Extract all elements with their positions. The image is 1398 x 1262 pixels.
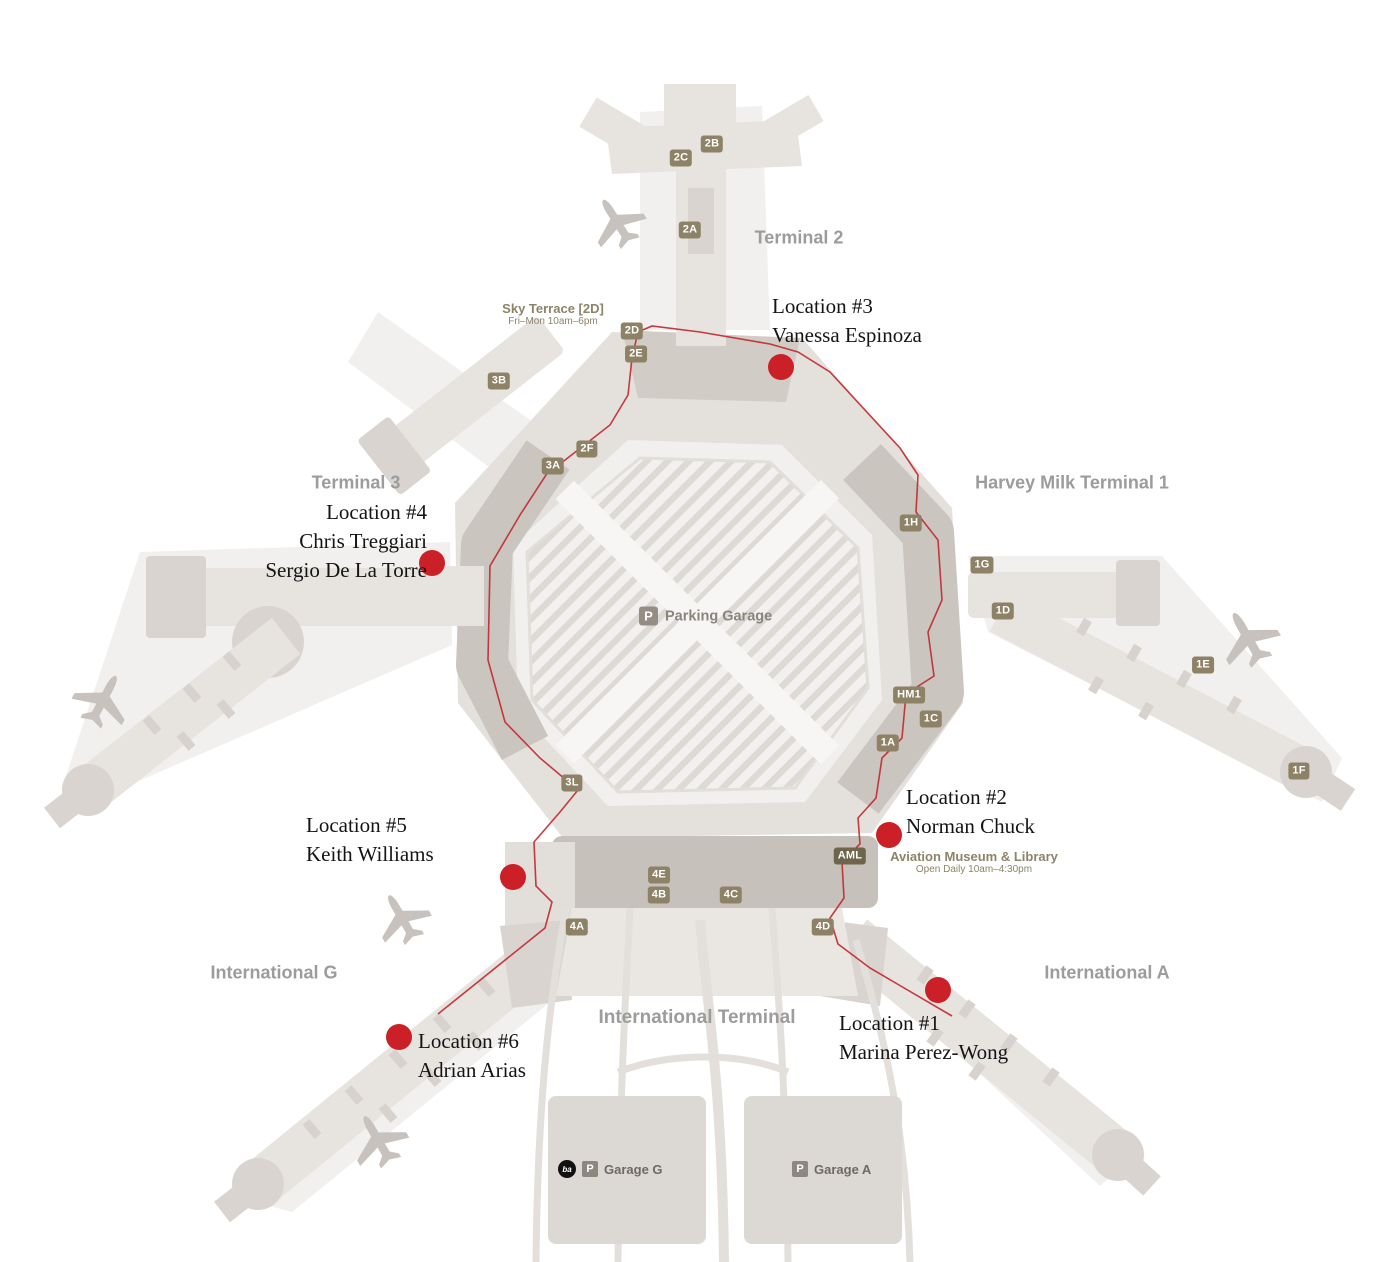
international-terminal-hall bbox=[532, 907, 914, 1262]
garage-a-building bbox=[744, 1096, 902, 1244]
garage-roadways bbox=[555, 479, 840, 765]
terminal3-pier bbox=[44, 556, 484, 829]
parking-garage-label: P Parking Garage bbox=[639, 606, 773, 626]
terminal1-piers bbox=[968, 560, 1356, 811]
boarding-area-e-pier bbox=[358, 317, 563, 494]
parking-garage-area bbox=[525, 456, 870, 794]
airplane-icon bbox=[365, 881, 438, 954]
garage-g-building bbox=[548, 1096, 706, 1244]
secure-boundary-line bbox=[437, 325, 953, 1017]
parking-icon: P bbox=[639, 606, 658, 626]
parking-garage-text: Parking Garage bbox=[665, 608, 773, 624]
gate-stubs bbox=[142, 617, 1242, 1139]
